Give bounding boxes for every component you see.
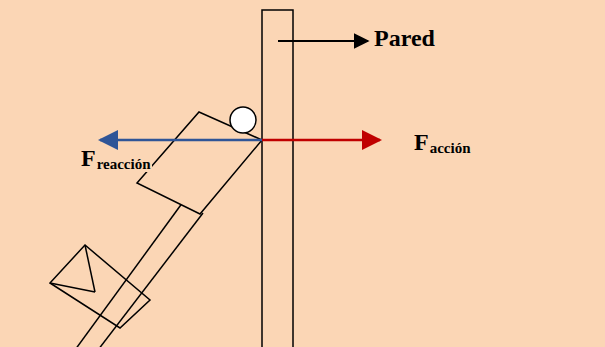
hand-line <box>85 245 95 292</box>
force-subscript: reacción <box>96 157 152 172</box>
force-subscript: acción <box>429 141 472 156</box>
arm-line <box>75 202 183 347</box>
arm-line <box>98 213 203 347</box>
hand-line <box>50 283 95 292</box>
action-arrow <box>262 139 380 142</box>
force-symbol-text: F <box>413 129 430 155</box>
head-circle <box>230 107 256 133</box>
wall-label-text: Pared <box>373 25 436 51</box>
force-subscript-text: reacción <box>96 156 152 172</box>
wall-pointer <box>278 40 368 42</box>
wall <box>262 10 293 347</box>
wall-label: Pared <box>373 26 436 50</box>
reaction-arrow <box>100 139 262 142</box>
force-symbol-text: F <box>80 145 97 171</box>
force-subscript-text: acción <box>429 140 472 156</box>
hand-shape <box>50 245 150 328</box>
force-symbol: F <box>413 130 430 154</box>
force-symbol: F <box>80 146 97 170</box>
